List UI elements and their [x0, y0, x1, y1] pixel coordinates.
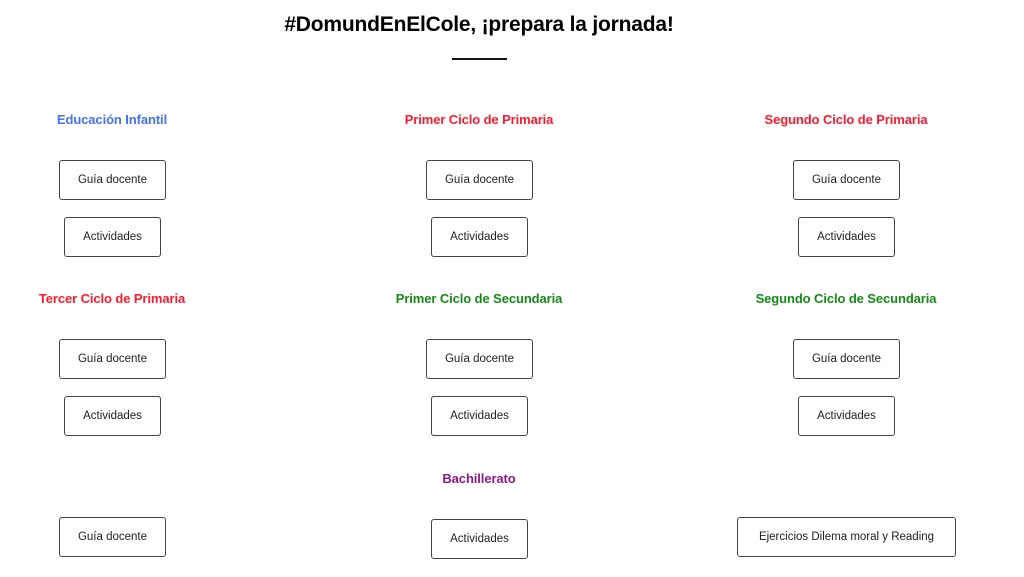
- heading-primer-ciclo-primaria: Primer Ciclo de Primaria: [404, 112, 554, 127]
- heading-educacion-infantil: Educación Infantil: [56, 112, 168, 127]
- infantil-guia-docente-button[interactable]: Guía docente: [59, 160, 166, 200]
- primer-secundaria-guia-docente-button[interactable]: Guía docente: [426, 339, 533, 379]
- bachillerato-guia-docente-button[interactable]: Guía docente: [59, 517, 166, 557]
- primer-secundaria-actividades-button[interactable]: Actividades: [431, 396, 528, 436]
- segundo-secundaria-actividades-button[interactable]: Actividades: [798, 396, 895, 436]
- heading-tercer-ciclo-primaria: Tercer Ciclo de Primaria: [38, 291, 186, 306]
- segundo-primaria-actividades-button[interactable]: Actividades: [798, 217, 895, 257]
- tercer-primaria-actividades-button[interactable]: Actividades: [64, 396, 161, 436]
- bachillerato-ejercicios-dilema-moral-reading-button[interactable]: Ejercicios Dilema moral y Reading: [737, 517, 956, 557]
- segundo-primaria-guia-docente-button[interactable]: Guía docente: [793, 160, 900, 200]
- primer-primaria-guia-docente-button[interactable]: Guía docente: [426, 160, 533, 200]
- tercer-primaria-guia-docente-button[interactable]: Guía docente: [59, 339, 166, 379]
- primer-primaria-actividades-button[interactable]: Actividades: [431, 217, 528, 257]
- title-underline: [452, 58, 507, 60]
- heading-segundo-ciclo-secundaria: Segundo Ciclo de Secundaria: [755, 291, 937, 306]
- heading-segundo-ciclo-primaria: Segundo Ciclo de Primaria: [764, 112, 928, 127]
- heading-bachillerato: Bachillerato: [442, 471, 516, 486]
- heading-primer-ciclo-secundaria: Primer Ciclo de Secundaria: [395, 291, 563, 306]
- bachillerato-actividades-button[interactable]: Actividades: [431, 519, 528, 559]
- page-title: #DomundEnElCole, ¡prepara la jornada!: [284, 13, 674, 36]
- infantil-actividades-button[interactable]: Actividades: [64, 217, 161, 257]
- segundo-secundaria-guia-docente-button[interactable]: Guía docente: [793, 339, 900, 379]
